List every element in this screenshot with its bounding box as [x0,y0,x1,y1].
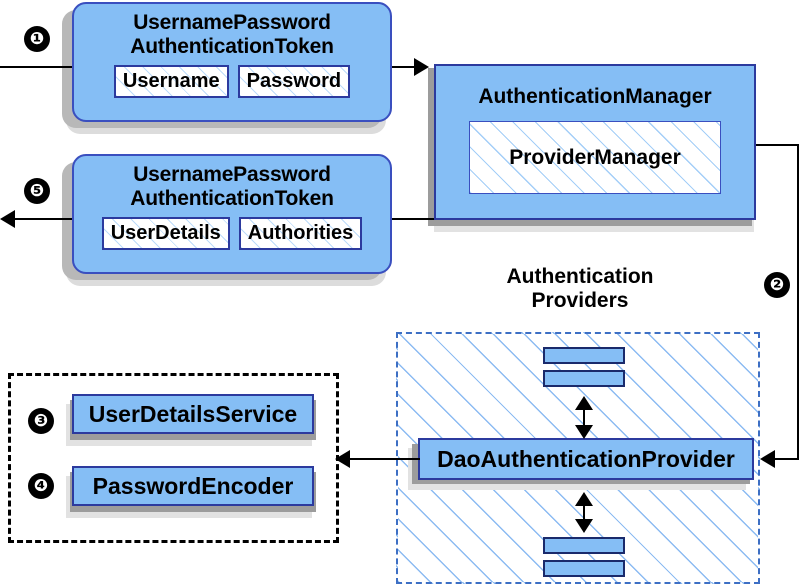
request-token-slot-password[interactable]: Password [237,65,351,99]
step-badge-2: ❷ [764,272,790,298]
arrow-token-to-manager [414,58,429,76]
arrow-down-bottom-providers [575,519,593,533]
arrow-step2-into-provider [760,450,775,468]
arrow-up-top-providers [575,396,593,410]
step-badge-5: ❺ [24,178,50,204]
response-token-box[interactable]: UsernamePassword AuthenticationToken Use… [72,154,392,274]
authentication-manager-box[interactable]: AuthenticationManager ProviderManager [434,64,756,220]
step-badge-4: ❹ [28,473,54,499]
connector-token-to-manager [392,66,422,68]
response-token-slot-userdetails[interactable]: UserDetails [101,217,230,251]
request-token-box[interactable]: UsernamePassword AuthenticationToken Use… [72,2,392,122]
request-token-title: UsernamePassword AuthenticationToken [74,4,390,58]
connector-bottom-provider-vertical [583,496,585,528]
authentication-providers-title: Authentication Providers [470,265,690,313]
provider-bar-top-2[interactable] [543,370,625,387]
step-badge-3: ❸ [28,408,54,434]
response-token-title-line1: UsernamePassword [133,163,331,186]
connector-provider-to-services [350,458,420,460]
passwordencoder-box[interactable]: PasswordEncoder [72,466,314,506]
connector-response-token-out [14,218,72,220]
request-token-slot-username[interactable]: Username [113,65,229,99]
authentication-providers-title-line2: Providers [531,289,629,313]
connector-manager-to-response-token [392,218,434,220]
arrow-down-top-providers [575,425,593,439]
response-token-title-line2: AuthenticationToken [130,186,334,210]
provider-bar-top-1[interactable] [543,347,625,364]
response-token-title: UsernamePassword AuthenticationToken [74,156,390,210]
arrow-response-out [0,210,15,228]
authentication-manager-title: AuthenticationManager [478,85,712,108]
response-token-slot-authorities[interactable]: Authorities [238,217,363,251]
arrow-provider-to-services [335,450,350,468]
provider-manager-box[interactable]: ProviderManager [469,121,721,194]
provider-bar-bottom-2[interactable] [543,560,625,577]
step-badge-1: ❶ [24,26,50,52]
connector-top-provider-vertical [583,400,585,434]
response-token-slots: UserDetails Authorities [74,217,390,251]
dao-authentication-provider-box[interactable]: DaoAuthenticationProvider [418,438,754,480]
provider-bar-bottom-1[interactable] [543,537,625,554]
connector-step2-bottom [775,458,799,460]
arrow-up-bottom-providers [575,492,593,506]
connector-step2-top [756,144,799,146]
request-token-slots: Username Password [74,65,390,99]
userdetailsservice-box[interactable]: UserDetailsService [72,394,314,434]
authentication-providers-title-line1: Authentication [506,265,654,288]
request-token-title-line1: UsernamePassword [133,11,331,34]
connector-step2-right [797,144,799,460]
request-token-title-line2: AuthenticationToken [130,34,334,58]
connector-incoming-request [0,66,72,68]
